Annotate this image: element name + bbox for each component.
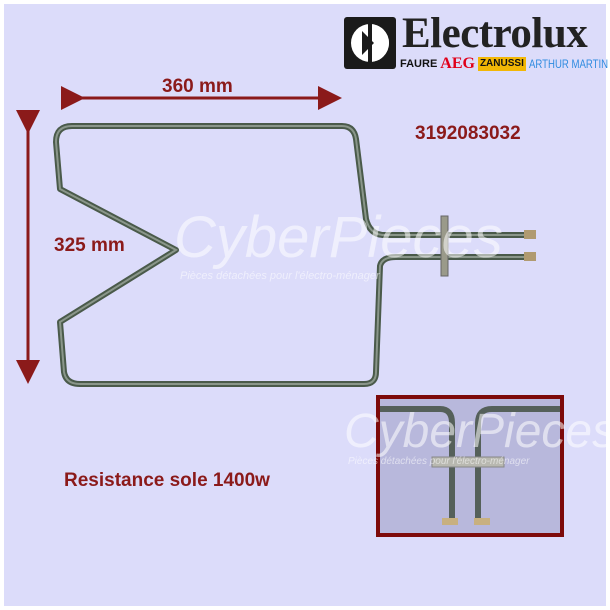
detail-inset-photo: [376, 395, 564, 537]
heating-element-drawing: [16, 86, 536, 387]
mounting-bracket: [440, 215, 449, 277]
part-number: 3192083032: [415, 123, 521, 144]
terminal-tab: [524, 252, 536, 261]
brand-arthur-martin: ARTHUR MARTIN: [528, 57, 608, 71]
watermark-title-2: CyberPieces: [344, 405, 610, 458]
watermark-subtitle-2: Pièces détachées pour l'électro-ménager: [348, 456, 530, 467]
brand-zanussi: ZANUSSI: [477, 57, 526, 71]
watermark-subtitle: Pièces détachées pour l'électro-ménager: [180, 270, 380, 282]
terminal-tab: [524, 230, 536, 239]
brand-faure: FAURE: [400, 57, 438, 70]
height-label: 325 mm: [54, 235, 125, 256]
electrolux-logo-icon: [344, 17, 396, 69]
watermark-title: CyberPieces: [174, 205, 503, 270]
product-image: Electrolux FAURE AEG ZANUSSI ARTHUR MART…: [4, 4, 610, 606]
heating-element-highlight: [54, 125, 524, 385]
brand-name: Electrolux: [402, 10, 588, 57]
product-name: Resistance sole 1400w: [64, 470, 270, 491]
sub-brands-row: FAURE AEG ZANUSSI ARTHUR MARTIN: [400, 56, 610, 72]
brand-aeg: AEG: [440, 55, 475, 72]
